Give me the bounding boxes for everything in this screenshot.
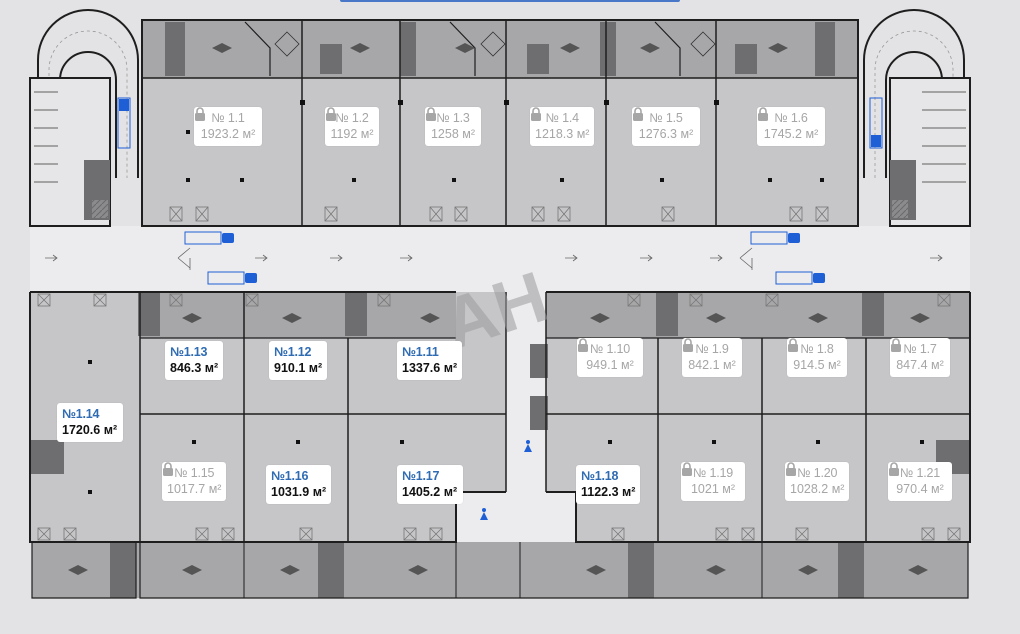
unit-number-text: № 1.3	[436, 111, 470, 125]
unit-area: 847.4 м²	[896, 358, 944, 372]
unit-number: № 1.21	[889, 462, 947, 481]
unit-card-1-16[interactable]: №1.16 1031.9 м²	[266, 465, 332, 504]
unit-number: № 1.19	[682, 462, 740, 481]
unit-area: 1017.7 м²	[167, 482, 222, 496]
unit-number: №1.11	[402, 344, 457, 360]
unit-number: № 1.5	[633, 107, 695, 126]
unit-card-1-2[interactable]: № 1.2 1192 м²	[325, 107, 379, 146]
unit-area: 1258 м²	[430, 127, 476, 141]
unit-number-text: № 1.10	[589, 342, 630, 356]
unit-number-text: № 1.2	[335, 111, 369, 125]
unit-number: № 1.3	[426, 107, 476, 126]
unit-number-text: №1.18	[581, 469, 619, 483]
unit-card-1-19[interactable]: № 1.19 1021 м²	[681, 462, 745, 501]
unit-number: №1.12	[274, 344, 322, 360]
unit-number-text: № 1.15	[174, 466, 215, 480]
unit-area: 1337.6 м²	[402, 361, 458, 375]
unit-card-1-6[interactable]: № 1.6 1745.2 м²	[757, 107, 825, 146]
unit-area: 1031.9 м²	[271, 485, 327, 499]
unit-number: № 1.15	[163, 462, 221, 481]
unit-card-1-18[interactable]: №1.18 1122.3 м²	[576, 465, 641, 504]
unit-number-text: № 1.5	[649, 111, 683, 125]
unit-number-text: №1.12	[274, 345, 312, 359]
unit-number-text: №1.13	[170, 345, 208, 359]
unit-card-1-8[interactable]: № 1.8 914.5 м²	[787, 338, 847, 377]
unit-number-text: № 1.7	[903, 342, 937, 356]
unit-card-1-17[interactable]: №1.17 1405.2 м²	[397, 465, 463, 504]
unit-number: № 1.20	[786, 462, 844, 481]
traffic-arrows	[45, 247, 943, 270]
unit-card-1-9[interactable]: № 1.9 842.1 м²	[682, 338, 742, 377]
unit-number: № 1.2	[326, 107, 374, 126]
unit-area: 1720.6 м²	[62, 423, 118, 437]
unit-number: №1.14	[62, 406, 118, 422]
unit-area: 1923.2 м²	[200, 127, 256, 141]
unit-area: 1028.2 м²	[790, 482, 845, 496]
unit-card-1-21[interactable]: № 1.21 970.4 м²	[888, 462, 952, 501]
unit-number-text: № 1.21	[899, 466, 940, 480]
unit-card-1-14[interactable]: №1.14 1720.6 м²	[57, 403, 123, 442]
unit-card-1-20[interactable]: № 1.20 1028.2 м²	[785, 462, 850, 501]
unit-number-text: № 1.9	[695, 342, 729, 356]
unit-card-1-3[interactable]: № 1.3 1258 м²	[425, 107, 481, 146]
unit-area: 1405.2 м²	[402, 485, 458, 499]
unit-area: 842.1 м²	[688, 358, 736, 372]
unit-card-1-15[interactable]: № 1.15 1017.7 м²	[162, 462, 227, 501]
unit-number: № 1.9	[683, 338, 737, 357]
unit-number: № 1.4	[531, 107, 589, 126]
unit-area: 970.4 м²	[896, 482, 944, 496]
unit-card-1-1[interactable]: № 1.1 1923.2 м²	[194, 107, 262, 146]
unit-number-text: № 1.6	[774, 111, 808, 125]
unit-number-text: № 1.1	[211, 111, 245, 125]
unit-number: № 1.10	[578, 338, 638, 357]
person-icons	[480, 440, 532, 520]
unit-number-text: № 1.8	[800, 342, 834, 356]
unit-area: 1122.3 м²	[581, 485, 636, 499]
truck-icons	[184, 231, 825, 285]
unit-number-text: №1.11	[402, 345, 439, 359]
unit-card-1-5[interactable]: № 1.5 1276.3 м²	[632, 107, 700, 146]
unit-card-1-12[interactable]: №1.12 910.1 м²	[269, 341, 328, 380]
unit-number: № 1.7	[891, 338, 945, 357]
unit-area: 914.5 м²	[793, 358, 841, 372]
unit-number: № 1.6	[758, 107, 820, 126]
unit-number-text: № 1.4	[545, 111, 579, 125]
right-ramp	[863, 9, 971, 227]
left-ramp	[29, 9, 139, 227]
unit-area: 949.1 м²	[586, 358, 634, 372]
bottom-row-units	[29, 291, 971, 599]
unit-area: 910.1 м²	[274, 361, 323, 375]
unit-area: 1021 м²	[690, 482, 736, 496]
unit-area: 1192 м²	[330, 127, 374, 141]
unit-card-1-4[interactable]: № 1.4 1218.3 м²	[530, 107, 595, 146]
unit-card-1-13[interactable]: №1.13 846.3 м²	[165, 341, 224, 380]
unit-area: 1276.3 м²	[638, 127, 694, 141]
unit-number: №1.13	[170, 344, 218, 360]
unit-card-1-7[interactable]: № 1.7 847.4 м²	[890, 338, 950, 377]
top-progress-bar	[340, 0, 680, 2]
unit-number-text: №1.14	[62, 407, 100, 421]
unit-area: 1745.2 м²	[763, 127, 819, 141]
unit-area: 846.3 м²	[170, 361, 219, 375]
unit-number: №1.16	[271, 468, 326, 484]
unit-area: 1218.3 м²	[535, 127, 590, 141]
unit-number-text: №1.17	[402, 469, 440, 483]
unit-number: № 1.1	[195, 107, 257, 126]
unit-card-1-10[interactable]: № 1.10 949.1 м²	[577, 338, 643, 377]
unit-number-text: № 1.19	[692, 466, 733, 480]
unit-number: №1.17	[402, 468, 458, 484]
unit-card-1-11[interactable]: №1.11 1337.6 м²	[397, 341, 463, 380]
unit-number-text: №1.16	[271, 469, 309, 483]
top-row-units	[141, 19, 859, 227]
unit-number: № 1.8	[788, 338, 842, 357]
unit-number: №1.18	[581, 468, 635, 484]
unit-number-text: № 1.20	[797, 466, 838, 480]
